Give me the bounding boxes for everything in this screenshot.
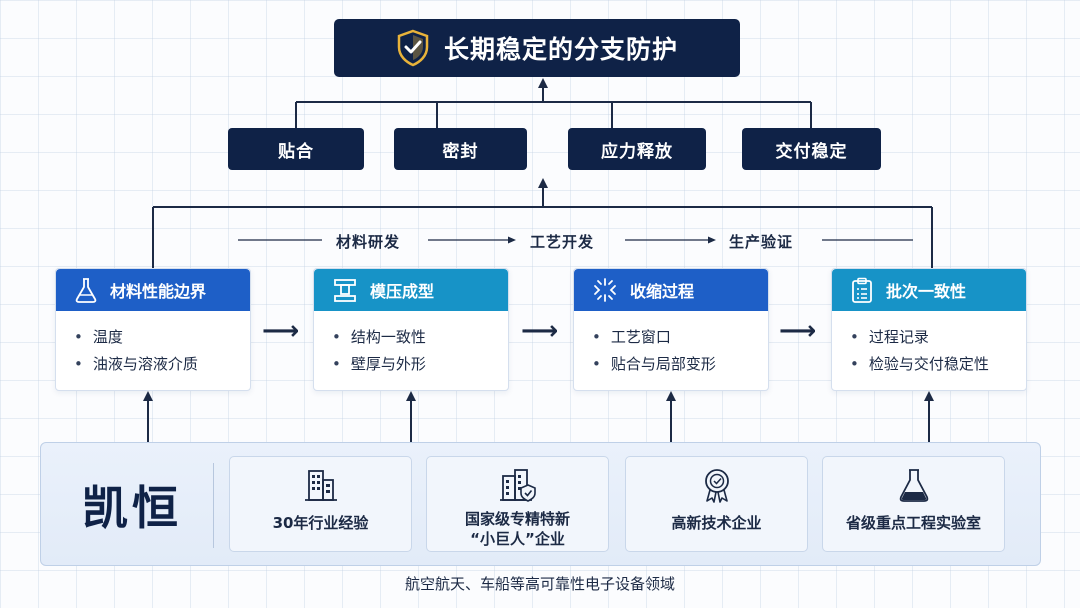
card-list: 结构一致性 壁厚与外形 [314,311,508,378]
goal-fit: 贴合 [228,128,364,170]
card-list: 温度 油液与溶液介质 [56,311,250,378]
step-arrow-icon: ⟶ [521,316,559,346]
goal-stable-delivery: 交付稳定 [742,128,881,170]
card-material-boundary: 材料性能边界 温度 油液与溶液介质 [55,268,251,391]
feature-label: 国家级专精特新 [464,510,570,528]
feature-label: 高新技术企业 [671,514,762,532]
card-list: 工艺窗口 贴合与局部变形 [574,311,768,378]
brand-name: 凯恒 [82,481,182,535]
footer-caption: 航空航天、车船等高可靠性电子设备领域 [404,575,675,593]
card-title: 材料性能边界 [110,282,207,301]
mold-press-icon [334,279,356,302]
building-icon [304,470,337,501]
card-title: 批次一致性 [886,282,967,301]
step-arrow-icon: ⟶ [262,316,300,346]
main-title-box: 长期稳定的分支防护 [334,19,740,77]
stage-process-dev: 工艺开发 [530,233,595,251]
card-title: 模压成型 [370,282,435,301]
card-list: 过程记录 检验与交付稳定性 [832,311,1026,378]
shield-check-icon [397,29,429,67]
goal-seal: 密封 [394,128,527,170]
feature-label: 省级重点工程实验室 [845,514,981,532]
list-item: 检验与交付稳定性 [850,351,1026,378]
feature-label: “小巨人”企业 [470,530,565,548]
feature-little-giant: 国家级专精特新 “小巨人”企业 [426,456,609,552]
list-item: 壁厚与外形 [332,351,508,378]
feature-experience: 30年行业经验 [229,456,412,552]
main-title: 长期稳定的分支防护 [443,35,678,64]
stage-material-rd: 材料研发 [336,233,401,251]
list-item: 过程记录 [850,324,1026,351]
list-item: 油液与溶液介质 [74,351,250,378]
card-header: 模压成型 [314,269,508,311]
flask-icon [75,278,97,303]
card-header: 批次一致性 [832,269,1026,311]
enterprise-icon [499,469,536,502]
shrink-icon [594,278,616,302]
list-item: 结构一致性 [332,324,508,351]
lab-flask-icon [899,469,928,502]
feature-key-lab: 省级重点工程实验室 [822,456,1005,552]
list-item: 贴合与局部变形 [592,351,768,378]
stage-production-verify: 生产验证 [729,233,794,251]
list-item: 温度 [74,324,250,351]
card-batch-consistency: 批次一致性 过程记录 检验与交付稳定性 [831,268,1027,391]
card-shrink-process: 收缩过程 工艺窗口 贴合与局部变形 [573,268,769,391]
feature-high-tech: 高新技术企业 [625,456,808,552]
feature-label: 30年行业经验 [272,514,369,532]
step-arrow-icon: ⟶ [779,316,817,346]
card-molding: 模压成型 结构一致性 壁厚与外形 [313,268,509,391]
card-header: 材料性能边界 [56,269,250,311]
list-item: 工艺窗口 [592,324,768,351]
award-icon [704,469,729,503]
divider [213,463,214,548]
card-title: 收缩过程 [630,282,695,301]
card-header: 收缩过程 [574,269,768,311]
clipboard-icon [852,277,872,303]
goal-stress-release: 应力释放 [568,128,706,170]
